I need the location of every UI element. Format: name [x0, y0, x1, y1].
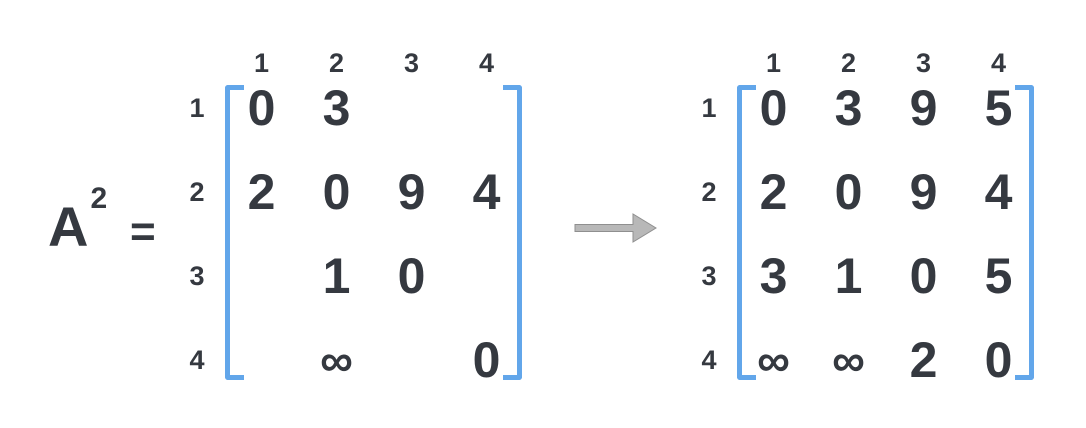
matrix-cell: 9: [397, 164, 426, 220]
col-header-2: 2: [840, 47, 857, 78]
col-header-2: 2: [328, 47, 345, 78]
matrix-cell: 3: [759, 248, 788, 304]
col-header-1: 1: [765, 47, 782, 78]
col-header-4: 4: [478, 47, 495, 78]
matrix-cell: 0: [247, 80, 276, 136]
col-header-4: 4: [990, 47, 1007, 78]
matrix-cell: 2: [909, 332, 938, 388]
matrix-cell: ∞: [320, 334, 353, 386]
row-header-2: 2: [189, 176, 205, 207]
right-bracket: [1015, 85, 1034, 380]
matrix-cell: 9: [909, 80, 938, 136]
row-header-4: 4: [189, 344, 205, 375]
matrix-cell: 1: [322, 248, 351, 304]
row-header-4: 4: [701, 344, 717, 375]
row-header-2: 2: [701, 176, 717, 207]
row-header-3: 3: [189, 260, 205, 291]
matrix-cell: 0: [759, 80, 788, 136]
col-header-1: 1: [253, 47, 270, 78]
matrix-cell: ∞: [832, 334, 865, 386]
left-bracket: [737, 85, 756, 380]
col-header-3: 3: [915, 47, 932, 78]
row-header-1: 1: [189, 92, 205, 123]
matrix-cell: 9: [909, 164, 938, 220]
matrix-cell: 5: [984, 80, 1013, 136]
matrix-cell: 0: [397, 248, 426, 304]
matrix-cell: 0: [472, 332, 501, 388]
matrix-cell: 2: [247, 164, 276, 220]
row-header-1: 1: [701, 92, 717, 123]
matrix-cell: 4: [984, 164, 1013, 220]
matrix-cell: 2: [759, 164, 788, 220]
matrix-exponent: 2: [90, 181, 108, 215]
left-bracket: [225, 85, 244, 380]
matrix-cell: 4: [472, 164, 501, 220]
matrix-cell: 0: [834, 164, 863, 220]
matrix-cell: 3: [322, 80, 351, 136]
matrix-cell: ∞: [757, 334, 790, 386]
row-header-3: 3: [701, 260, 717, 291]
matrix-cell: 5: [984, 248, 1013, 304]
equals-sign: =: [130, 207, 156, 256]
col-header-3: 3: [403, 47, 420, 78]
matrix-cell: 0: [322, 164, 351, 220]
right-bracket: [503, 85, 522, 380]
right-arrow-icon: [574, 213, 657, 243]
matrix-cell: 0: [909, 248, 938, 304]
matrix-cell: 3: [834, 80, 863, 136]
matrix-symbol: A: [48, 195, 89, 258]
matrix-cell: 0: [984, 332, 1013, 388]
matrix-cell: 1: [834, 248, 863, 304]
matrix-power-label: A2: [48, 183, 107, 255]
